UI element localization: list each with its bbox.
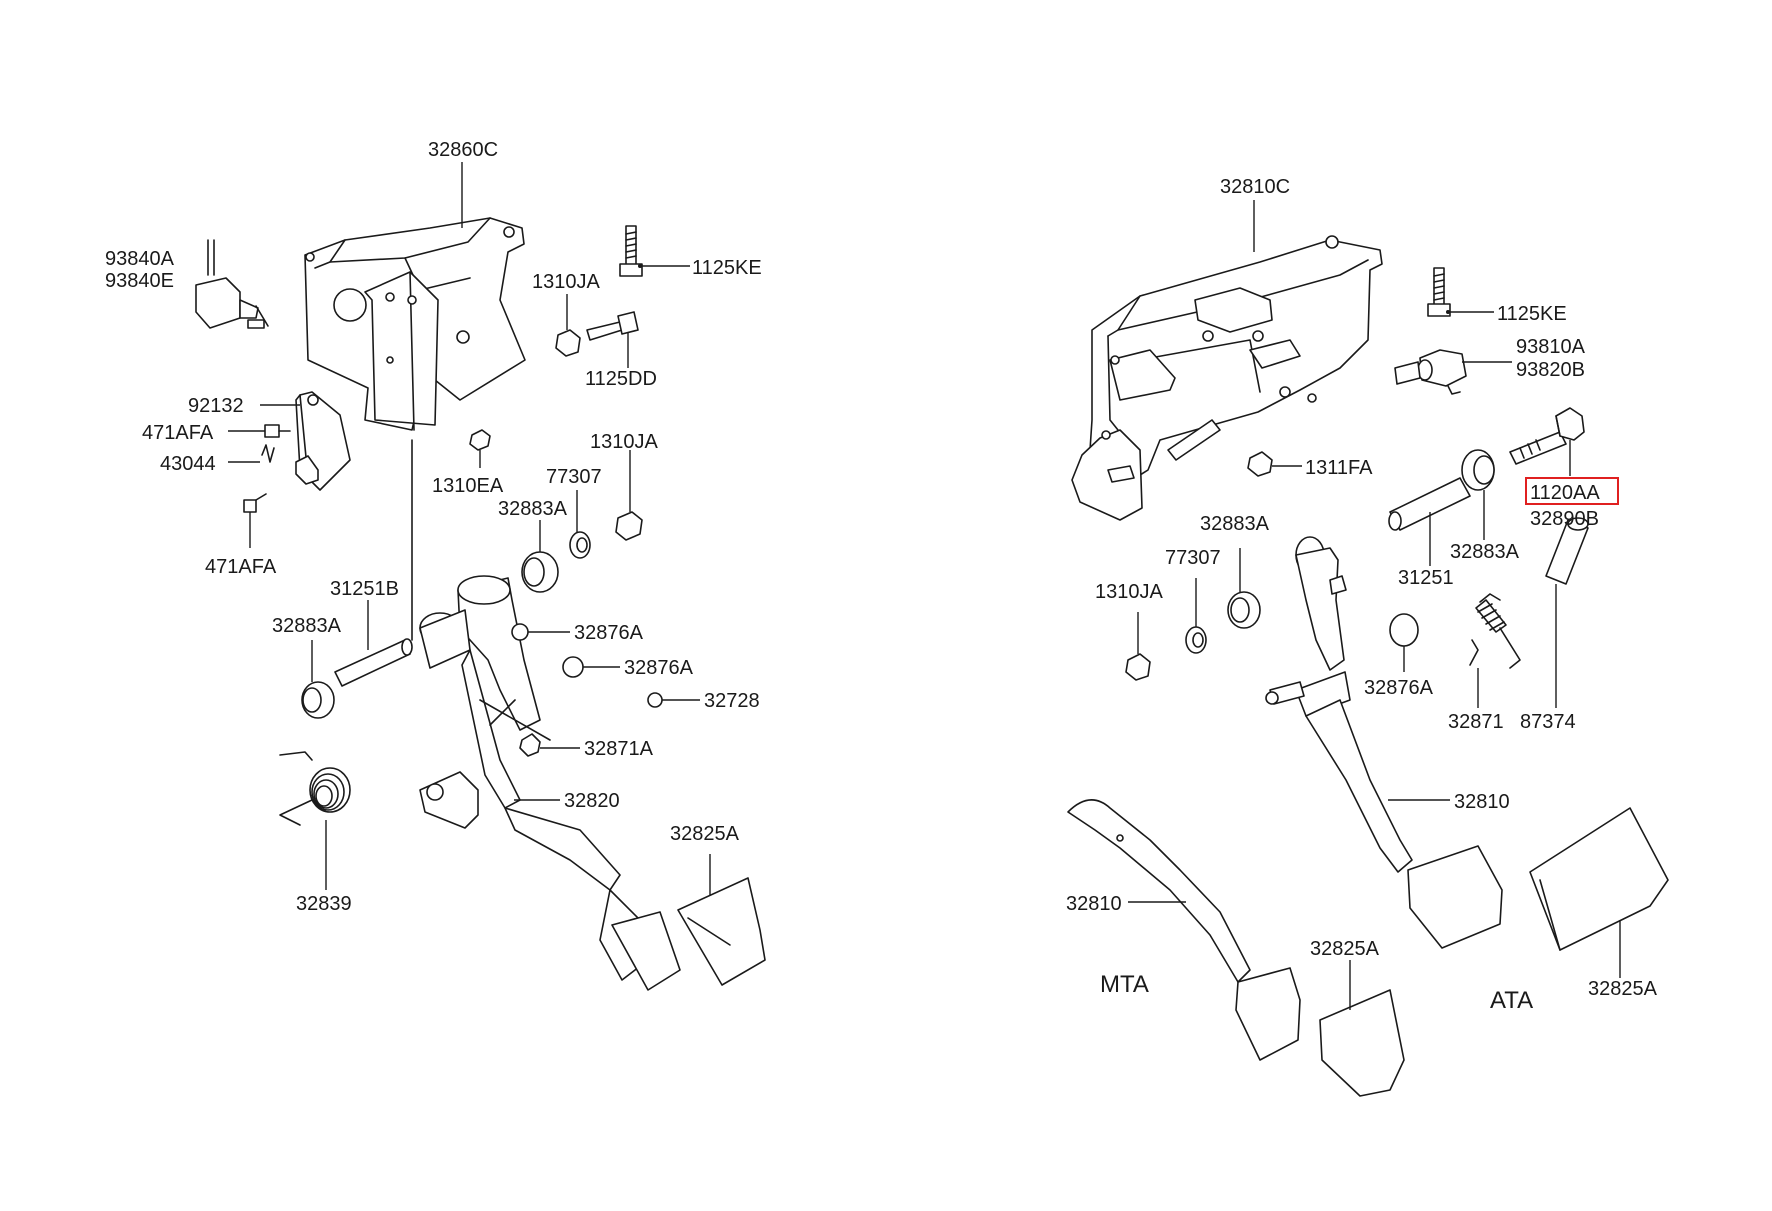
label-31251b: 31251B [330, 578, 399, 600]
label-93820b: 93820B [1516, 359, 1585, 381]
label-32825a-left: 32825A [670, 823, 740, 845]
right-washer-77307 [1185, 578, 1207, 654]
left-washer-77307 [569, 490, 591, 559]
label-32883a-right-upper: 32883A [1450, 541, 1520, 563]
left-bushing-left [301, 640, 335, 719]
right-pin-87374 [1545, 517, 1589, 708]
label-32876a-right: 32876A [1364, 677, 1434, 699]
label-1311fa: 1311FA [1305, 457, 1373, 479]
left-nut-1310ea [469, 429, 491, 468]
right-pad-mta [1319, 960, 1405, 1097]
label-32883a-left: 32883A [272, 615, 342, 637]
label-ata: ATA [1490, 987, 1533, 1014]
left-bolt-1125ke [619, 225, 690, 277]
label-32825a-ata: 32825A [1588, 978, 1658, 1000]
left-shaft-31251b [334, 600, 413, 687]
left-bushing-top [521, 520, 559, 593]
label-1310ea: 1310EA [432, 475, 504, 497]
right-spring-32871 [1469, 593, 1521, 708]
label-32876a-left-upper: 32876A [574, 622, 644, 644]
label-32810c: 32810C [1220, 176, 1290, 198]
label-32883a-left-top: 32883A [498, 498, 568, 520]
right-pedal-mta [1067, 799, 1301, 1061]
left-nut-right [615, 450, 643, 541]
left-bolt-1125dd [586, 311, 639, 368]
right-bolt-1120aa [1509, 407, 1585, 476]
left-labels: 32860C 93840A 93840E 1125KE 1310JA 1125D… [105, 139, 762, 915]
right-bushing-lower [1227, 548, 1261, 629]
left-bush-32876a-lower [562, 656, 620, 678]
left-stop-switch [195, 239, 269, 329]
highlight-box-1120aa [1525, 477, 1619, 505]
label-471afa-lower: 471AFA [205, 556, 277, 578]
right-bolt-1125ke [1427, 267, 1494, 317]
right-bushing-upper [1461, 449, 1495, 540]
left-plate-92132 [260, 391, 351, 491]
left-bush-32871a [519, 733, 580, 757]
label-32860c: 32860C [428, 139, 498, 161]
label-87374: 87374 [1520, 711, 1576, 733]
right-nut-1311fa [1247, 451, 1302, 477]
label-1125ke-right: 1125KE [1497, 303, 1567, 325]
label-1120aa: 1120AA [1530, 482, 1600, 504]
right-mounting-bracket [1071, 235, 1383, 521]
label-31251: 31251 [1398, 567, 1454, 589]
label-1310ja-right: 1310JA [1095, 581, 1163, 603]
left-pedal-32820 [419, 575, 681, 991]
label-1310ja-left-top: 1310JA [532, 271, 600, 293]
left-mounting-bracket [304, 217, 526, 431]
label-1125ke-left: 1125KE [692, 257, 762, 279]
label-93840a: 93840A [105, 248, 175, 270]
label-mta: MTA [1100, 971, 1149, 998]
left-nut-top [555, 294, 581, 357]
label-32810-mta: 32810 [1066, 893, 1122, 915]
left-bolt-471afa-upper [228, 424, 291, 438]
left-pedal-assembly: 32860C 93840A 93840E 1125KE 1310JA 1125D… [105, 139, 766, 991]
right-stopper-32876a [1389, 613, 1419, 672]
right-nut-1310ja [1125, 612, 1151, 681]
label-93840e: 93840E [105, 270, 174, 292]
right-labels: 32810C 1125KE 93810A 93820B 1311FA 1120A… [1066, 176, 1658, 1014]
left-bolt-471afa-lower [243, 493, 267, 548]
label-43044: 43044 [160, 453, 216, 475]
label-77307-left: 77307 [546, 466, 602, 488]
left-bush-32876a-upper [511, 623, 570, 641]
label-32883a-right-lower: 32883A [1200, 513, 1270, 535]
label-93810a: 93810A [1516, 336, 1586, 358]
label-32871a: 32871A [584, 738, 654, 760]
right-shaft-31251 [1388, 477, 1471, 566]
right-pedal-32810 [1265, 536, 1503, 949]
right-stop-switch [1394, 349, 1512, 395]
label-32890b: 32890B [1530, 508, 1599, 530]
label-32820: 32820 [564, 790, 620, 812]
label-32825a-mta: 32825A [1310, 938, 1380, 960]
left-stopper-32728 [647, 692, 700, 708]
label-32728: 32728 [704, 690, 760, 712]
left-pad-32825a [677, 854, 766, 986]
right-pad-ata [1529, 807, 1669, 978]
label-32839: 32839 [296, 893, 352, 915]
label-1125dd: 1125DD [585, 368, 657, 390]
label-32871: 32871 [1448, 711, 1504, 733]
label-92132: 92132 [188, 395, 244, 417]
label-77307-right: 77307 [1165, 547, 1221, 569]
label-471afa-upper: 471AFA [142, 422, 214, 444]
label-32876a-left-lower: 32876A [624, 657, 694, 679]
left-clip-43044 [228, 444, 275, 463]
label-32810-ata: 32810 [1454, 791, 1510, 813]
left-spring-32839 [279, 751, 351, 890]
label-1310ja-left-right: 1310JA [590, 431, 658, 453]
right-pedal-assembly: 32810C 1125KE 93810A 93820B 1311FA 1120A… [1066, 176, 1669, 1097]
